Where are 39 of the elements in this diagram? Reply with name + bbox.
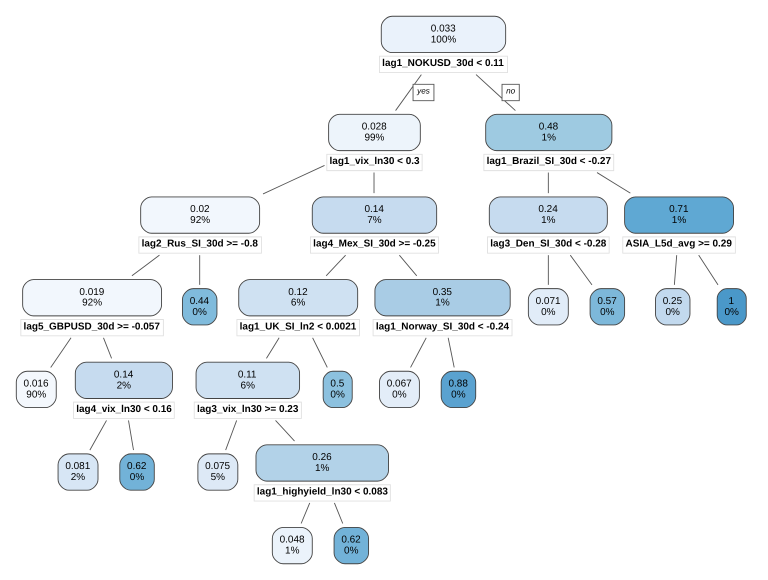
- node-label: lag1_NOKUSD_30d < 0.11: [382, 58, 504, 70]
- connector: [50, 337, 72, 368]
- node-label: ASIA_L5d_avg >= 0.29: [626, 238, 732, 250]
- connector: [674, 254, 678, 286]
- connector: [266, 337, 280, 359]
- connector: [199, 254, 200, 286]
- node-label: lag4_vix_ln30 < 0.16: [76, 404, 172, 415]
- connector: [225, 420, 238, 451]
- connector: [103, 337, 112, 359]
- connector: [262, 164, 325, 194]
- connector: [410, 337, 427, 368]
- connector: [89, 420, 107, 451]
- node-label: lag4_Mex_SI_30d >= -0.25: [313, 238, 436, 250]
- connector: [275, 420, 295, 442]
- connector: [300, 502, 310, 524]
- connector: [698, 254, 718, 286]
- connector: [548, 172, 549, 194]
- edge-label: no: [506, 86, 516, 96]
- connector: [312, 337, 328, 368]
- node-label: lag1_Norway_SI_30d < -0.24: [376, 321, 510, 332]
- connector: [334, 502, 344, 524]
- connector: [398, 254, 418, 276]
- edge-label: yes: [417, 86, 430, 96]
- connector: [131, 254, 160, 276]
- connector: [326, 254, 346, 276]
- node-label: lag3_vix_ln30 >= 0.23: [196, 404, 298, 415]
- connector: [548, 254, 549, 286]
- node-label: lag1_Brazil_SI_30d < -0.27: [486, 156, 611, 168]
- connector: [448, 337, 455, 368]
- connector: [596, 172, 631, 194]
- node-label: lag2_Rus_SI_30d >= -0.8: [142, 238, 258, 250]
- node-label: lag3_Den_SI_30d < -0.28: [490, 238, 606, 250]
- node-label: lag1_highyield_ln30 < 0.083: [256, 486, 388, 498]
- node-label: lag1_vix_ln30 < 0.3: [330, 156, 420, 168]
- connector: [570, 254, 592, 286]
- node-label: lag5_GBPUSD_30d >= -0.057: [24, 321, 160, 332]
- node-label: lag1_UK_SI_ln2 < 0.0021: [240, 321, 356, 332]
- connector: [395, 74, 422, 112]
- connector: [128, 420, 134, 451]
